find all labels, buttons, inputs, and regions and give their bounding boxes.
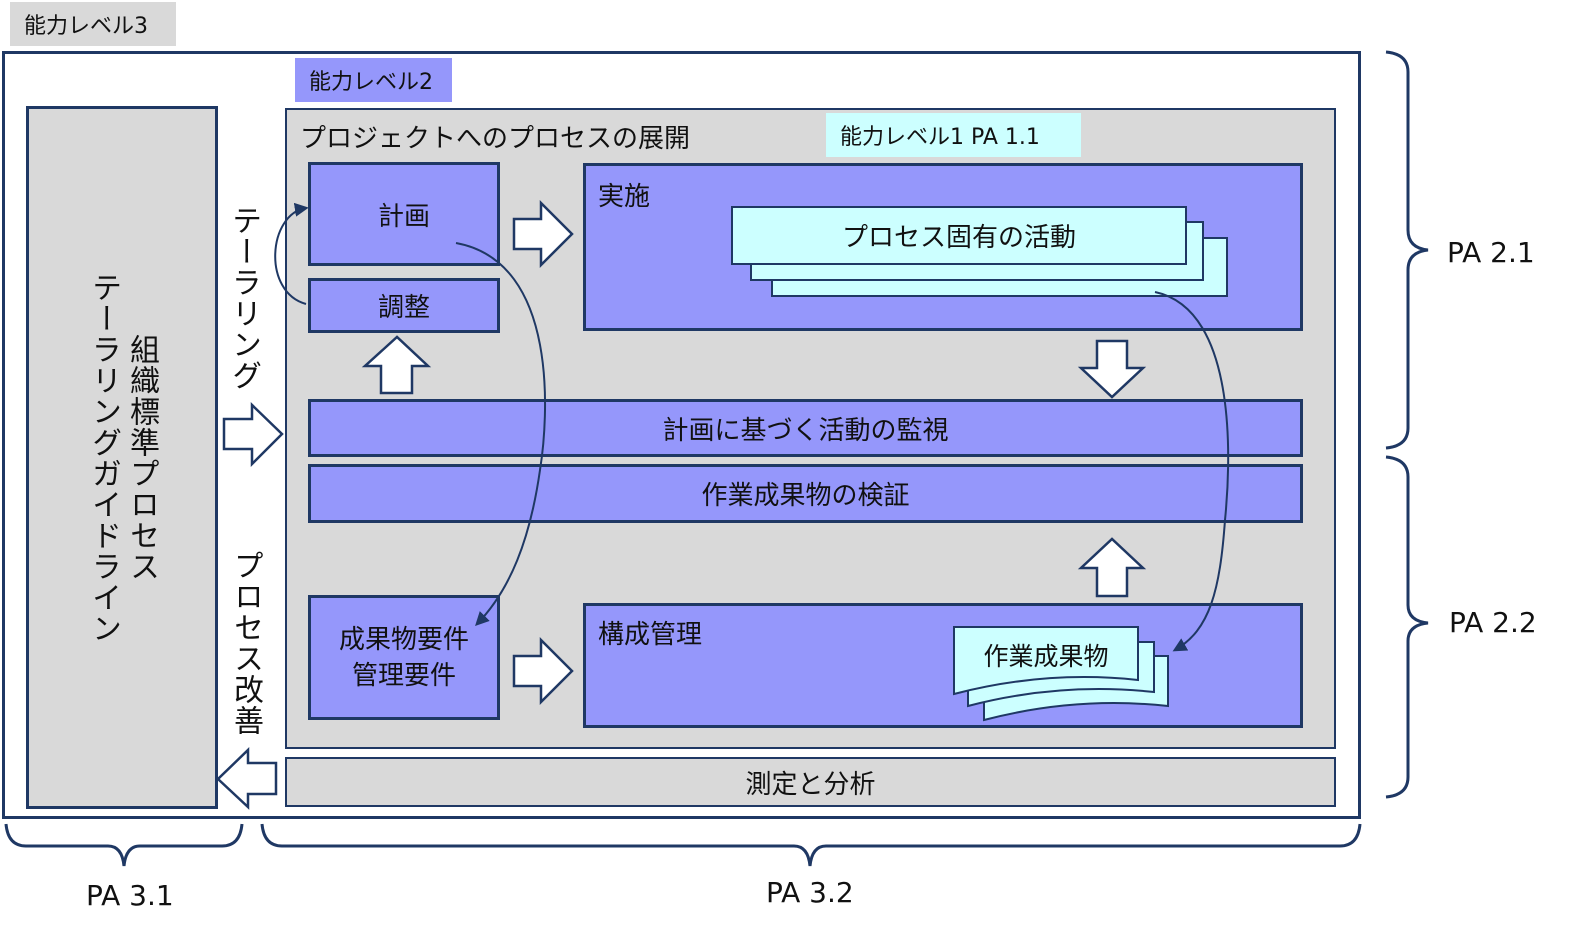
pa31-label: PA 3.1 <box>86 879 174 912</box>
monitoring-bar: 計画に基づく活動の監視 <box>308 399 1303 457</box>
brace-pa21 <box>1385 50 1429 450</box>
tailoring-arrow <box>222 402 284 468</box>
level3-label: 能力レベル3 <box>24 14 148 39</box>
org-standard-process-box: 組織標準プロセス テーラリングガイドライン <box>26 106 218 809</box>
brace-pa22 <box>1385 455 1429 799</box>
org-standard-line1: 組織標準プロセス <box>124 333 159 582</box>
process-specific-activities: プロセス固有の活動 <box>731 206 1187 265</box>
pa22-label: PA 2.2 <box>1449 606 1537 639</box>
execution-to-monitoring-arrow <box>1077 339 1147 399</box>
level1-tag: 能力レベル1 PA 1.1 <box>826 113 1081 157</box>
plan-to-execution-arrow <box>512 199 574 269</box>
execution-label: 実施 <box>598 182 651 212</box>
org-standard-line2: テーラリングガイドライン <box>86 271 121 644</box>
requirements-to-config-arrow <box>512 636 574 706</box>
monitoring-to-adjustment-arrow <box>361 335 432 395</box>
brace-pa31 <box>4 823 244 867</box>
adjustment-box: 調整 <box>308 278 500 333</box>
config-management-box <box>583 603 1303 728</box>
deployment-title: プロジェクトへのプロセスの展開 <box>300 124 691 154</box>
config-management-label: 構成管理 <box>598 620 703 650</box>
improvement-arrow <box>216 747 278 810</box>
adjustment-to-plan-curve <box>274 202 309 305</box>
planning-box: 計画 <box>308 162 500 266</box>
level1-label: 能力レベル1 PA 1.1 <box>840 125 1040 150</box>
pa32-label: PA 3.2 <box>766 876 854 909</box>
brace-pa32 <box>260 823 1362 867</box>
work-products-label: 作業成果物 <box>983 642 1109 671</box>
tailoring-label: テーラリング <box>226 205 261 391</box>
plan-to-requirements-curve <box>455 242 547 627</box>
config-to-verification-arrow <box>1077 537 1147 598</box>
level2-tag: 能力レベル2 <box>295 58 452 102</box>
requirements-line1: 成果物要件 <box>338 624 469 655</box>
pa21-label: PA 2.1 <box>1447 236 1535 269</box>
requirements-box: 成果物要件 管理要件 <box>308 595 500 720</box>
requirements-line2: 管理要件 <box>351 660 456 691</box>
activities-to-workproducts-curve <box>1154 291 1230 652</box>
measurement-bar: 測定と分析 <box>285 757 1336 807</box>
process-improvement-label: プロセス改善 <box>228 550 263 736</box>
verification-bar: 作業成果物の検証 <box>308 464 1303 523</box>
level2-label: 能力レベル2 <box>309 70 433 95</box>
level3-tag: 能力レベル3 <box>10 2 176 46</box>
